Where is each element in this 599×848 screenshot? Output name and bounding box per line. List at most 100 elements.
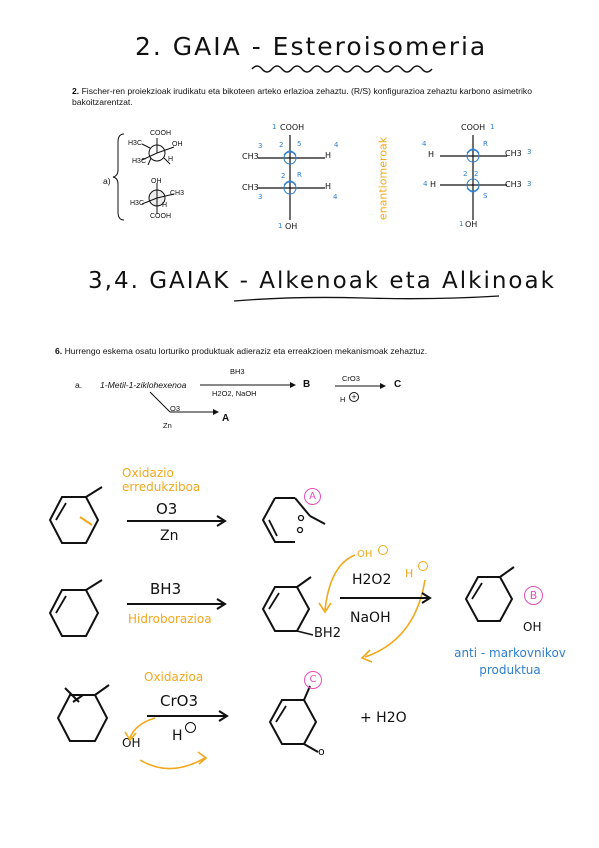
question2: 2. Fischer-ren proiekzioak irudikatu eta… (72, 86, 547, 108)
section2-title-topic: Alkenoak eta Alkinoak (259, 268, 556, 294)
enantiomer-side-note: enantiomeroak (376, 136, 390, 221)
fischer1-num-l2: 3 (258, 193, 263, 201)
fischer1-num-bot: 1 (278, 222, 283, 230)
fischer2-num-l1: 4 (422, 140, 427, 148)
row2-arrow-1 (127, 598, 227, 610)
row2-orange-arrows (318, 554, 426, 663)
fischer1-right1: H (325, 151, 332, 160)
scheme-h-plus: H (340, 395, 346, 404)
row2-bh2: BH2 (314, 626, 341, 641)
newman-bottom-cooh: COOH (150, 213, 171, 220)
newman-bottom-h: H (162, 202, 168, 209)
title1-wavy-underline (251, 65, 433, 73)
section1-title-topic: Esteroisomeria (272, 32, 488, 61)
fischer1-num-c1a: 2 (279, 141, 284, 149)
newman-top-h3c: H3C (128, 140, 143, 147)
scheme-product-a: A (222, 413, 230, 424)
title2-underline (233, 295, 500, 302)
fischer2-right2: CH3 (505, 180, 522, 189)
fischer1-num-c2a: 2 (281, 172, 286, 180)
row2-arrow-2 (340, 592, 432, 604)
question6-text: Hurrengo eskema osatu lorturiko produktu… (64, 346, 428, 356)
newman-projection-bottom (141, 183, 175, 214)
row1-reagent-zn: Zn (160, 528, 179, 544)
fischer1-left2: CH3 (242, 183, 259, 192)
row2-intermediate (261, 576, 314, 636)
fischer1-bottom: OH (285, 222, 298, 231)
fischer1-num-c1b: 5 (297, 140, 302, 148)
section2-title: 3,4. GAIAK - Alkenoak eta Alkinoak (88, 268, 556, 294)
newman-bottom-h3c: H3C (130, 200, 145, 207)
row2-h-plus: H (405, 567, 414, 580)
row3-note: Oxidazioa (144, 670, 204, 684)
newman-projection-top (141, 138, 175, 166)
fischer1-num-l1: 3 (258, 142, 263, 150)
row3-oh: OH (122, 736, 141, 750)
row2-oh: OH (523, 620, 542, 634)
row2-reactant-ring (48, 579, 103, 637)
row3-reactant (56, 684, 110, 742)
scheme-bh3: BH3 (230, 367, 245, 376)
question6: 6. Hurrengo eskema osatu lorturiko produ… (55, 346, 555, 357)
row2-reagent-naoh: NaOH (350, 610, 391, 626)
newman-bottom-ch3: CH3 (170, 190, 185, 197)
brace-icon (112, 133, 125, 221)
scheme-product-c: C (394, 379, 402, 390)
row2-minus-circle-icon (378, 545, 388, 555)
scheme-cro3: CrO3 (342, 374, 360, 383)
row2-oh-minus: OH (357, 549, 373, 560)
fischer1-num-c2b: R (297, 171, 302, 179)
row3-reagent-h: H (172, 728, 183, 744)
scheme-zn: Zn (163, 421, 172, 430)
section1-title: 2. GAIA - Esteroisomeria (135, 32, 487, 61)
row3-arrow (147, 710, 229, 722)
fischer1-top: COOH (280, 123, 305, 132)
question2-text: Fischer-ren proiekzioak irudikatu eta bi… (72, 86, 533, 107)
row3-product-c (268, 685, 319, 753)
row2-note: Hidroborazioa (128, 612, 212, 626)
item-a-label: a) (103, 176, 111, 186)
row2-reagent-h2o2: H2O2 (352, 572, 392, 588)
fischer2-num-bot: 1 (459, 220, 464, 228)
question2-number: 2. (72, 86, 80, 96)
row2-plus-circle-icon (418, 561, 428, 571)
fischer2-bottom: OH (465, 220, 478, 229)
fischer2-num-r2: 3 (527, 180, 532, 188)
row2-product-b (464, 566, 515, 622)
fischer2-num-c2b: 2 (474, 170, 479, 178)
fischer1-num-r1: 4 (334, 141, 339, 149)
fischer2-num-l2: 4 (423, 180, 428, 188)
row3-carbonyl-o: o (318, 745, 325, 758)
fischer1-right2: H (325, 182, 332, 191)
row3-label-c: C (304, 671, 322, 689)
newman-top-h3c2: H3C (132, 158, 147, 165)
section2-title-prefix: 3,4. GAIAK - (88, 268, 250, 294)
fischer2-num-c1: R (483, 140, 488, 148)
row2-label-b: B (524, 586, 543, 605)
fischer2-num-r1: 3 (527, 148, 532, 156)
row2-product-note: anti - markovnikov produktua (454, 646, 566, 677)
row2-reagent-bh3: BH3 (150, 580, 182, 598)
scheme-o3: O3 (170, 404, 181, 413)
fischer2-left1: H (428, 150, 435, 159)
start-compound: 1-Metil-1-ziklohexenoa (100, 380, 187, 390)
fischer2-num-c2: S (483, 192, 488, 200)
newman-top-h: H (168, 156, 174, 163)
row1-product-a (261, 497, 326, 543)
scheme-item-label: a. (75, 380, 83, 390)
fischer2-num-top: 1 (490, 123, 495, 131)
scheme-h-plus-circle-icon: + (349, 392, 359, 402)
newman-top-oh: OH (172, 141, 183, 148)
question6-number: 6. (55, 346, 63, 356)
row3-water: + H2O (360, 710, 407, 726)
row3-orange-arrows (124, 717, 208, 770)
scheme-arrows (149, 382, 386, 415)
row1-reactant-ring (48, 486, 103, 544)
row1-reagent-o3: O3 (156, 500, 178, 518)
fischer1-left1: CH3 (242, 152, 259, 161)
row3-plus-circle-icon (185, 722, 196, 733)
fischer2-left2: H (430, 180, 437, 189)
scheme-product-b: B (303, 379, 311, 390)
row1-note: Oxidazio erredukziboa (122, 466, 201, 494)
newman-bottom-oh: OH (151, 178, 162, 185)
